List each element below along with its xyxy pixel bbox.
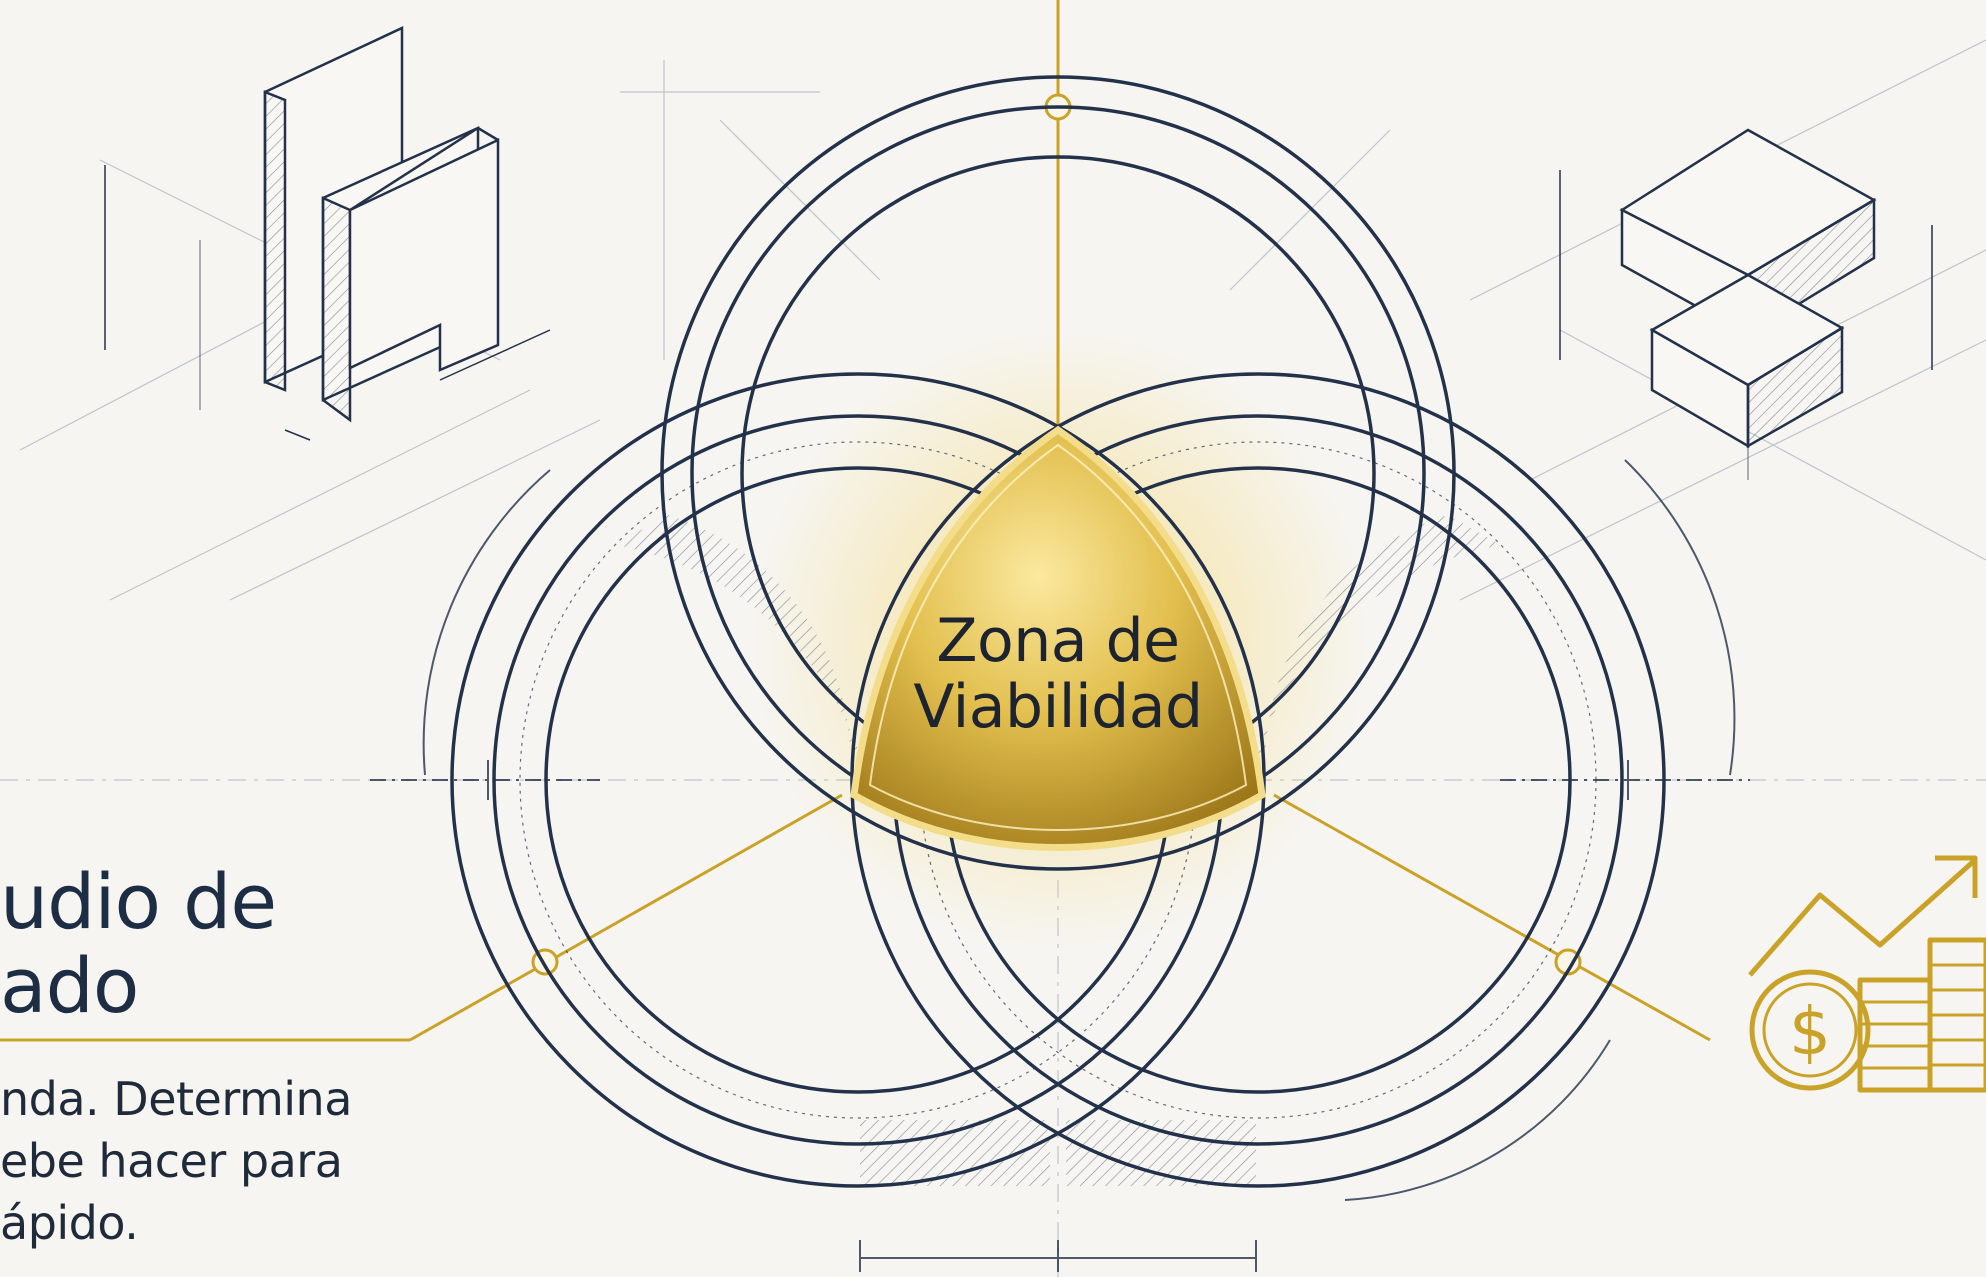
left-desc-line1: nda. Determina <box>0 1072 352 1126</box>
gold-axes <box>0 0 1711 1042</box>
left-block-title: udio de ado <box>0 857 277 1030</box>
viability-label-line1: Zona de <box>936 606 1180 676</box>
left-title-line2: ado <box>0 941 139 1030</box>
left-block-description: nda. Determina ebe hacer para ápido. <box>0 1068 352 1254</box>
viability-label-line2: Viabilidad <box>913 672 1203 742</box>
viability-zone-label: Zona de Viabilidad <box>832 608 1284 740</box>
left-desc-line3: ápido. <box>0 1196 139 1250</box>
viability-zone-inner-edge <box>868 443 1248 831</box>
left-title-line1: udio de <box>0 857 277 946</box>
left-ring-outer <box>450 372 1266 1188</box>
dimension-marks <box>370 459 1750 1272</box>
money-growth-chart-icon: $ <box>1748 855 1986 1093</box>
viability-zone-shape <box>850 425 1266 851</box>
isometric-stacked-boxes-icon <box>1559 128 1933 480</box>
left-desc-line2: ebe hacer para <box>0 1134 343 1188</box>
hatched-sections <box>615 515 1501 1186</box>
isometric-building-blocks-icon <box>104 26 551 441</box>
svg-text:$: $ <box>1789 993 1831 1070</box>
